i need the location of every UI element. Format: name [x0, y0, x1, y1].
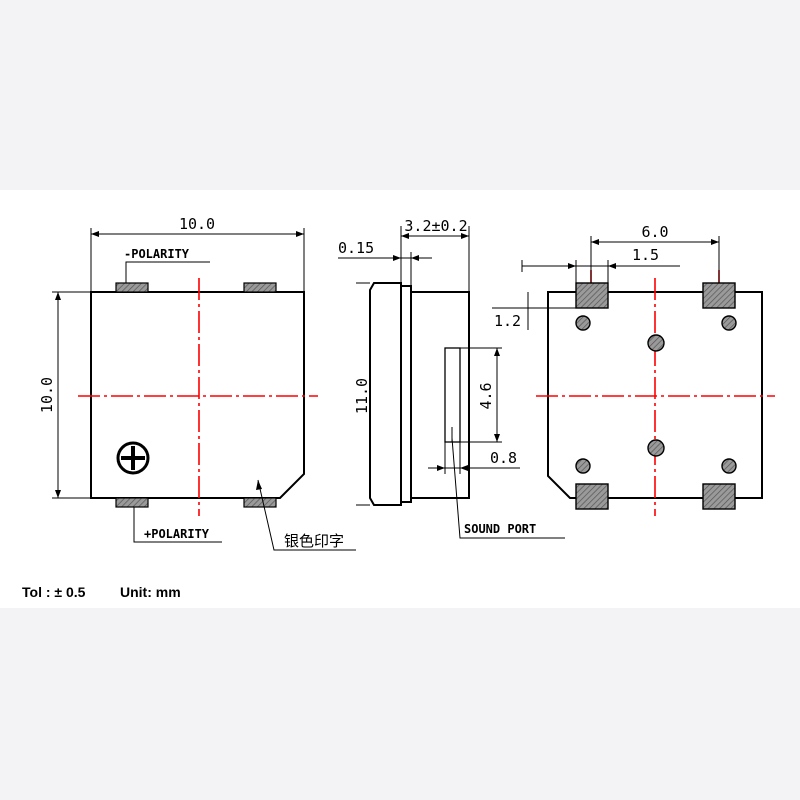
bottom-pad-bottom-right	[702, 483, 736, 510]
front-pad-bottom-left	[115, 497, 149, 508]
bottom-dot-6	[721, 458, 737, 474]
bottom-dot-3	[647, 334, 665, 352]
minus-polarity-label: -POLARITY	[124, 247, 190, 261]
front-height-label: 10.0	[38, 377, 56, 413]
side-height-label: 11.0	[353, 378, 371, 414]
front-pad-bottom-right	[243, 497, 277, 508]
bottom-pad-top-left	[575, 282, 609, 309]
sound-port-label: SOUND PORT	[464, 522, 536, 536]
tolerance-note: Tol : ± 0.5	[22, 584, 86, 600]
front-view: 10.0 10.0 -POLARITY +POLARITY 银色印字	[38, 215, 356, 551]
plus-symbol-icon	[116, 441, 150, 475]
side-thickness-label: 3.2±0.2	[404, 217, 467, 235]
plus-polarity-label: +POLARITY	[144, 527, 210, 541]
bottom-view: 6.0 1.5 1.2	[492, 223, 775, 516]
bottom-pad-top-right	[702, 282, 736, 309]
bottom-dot-1	[575, 315, 591, 331]
bottom-dot-2	[721, 315, 737, 331]
side-step-label: 0.15	[338, 239, 374, 257]
pad-height-label: 1.2	[494, 312, 521, 330]
unit-note: Unit: mm	[120, 584, 181, 600]
bottom-dot-5	[575, 458, 591, 474]
front-width-label: 10.0	[179, 215, 215, 233]
sound-port-height-label: 4.6	[477, 382, 495, 409]
pad-span-label: 6.0	[641, 223, 668, 241]
sound-port-width-label: 0.8	[490, 449, 517, 467]
side-body-outline	[410, 291, 470, 499]
silver-print-label: 银色印字	[284, 532, 344, 550]
bottom-pad-bottom-left	[575, 483, 609, 510]
front-pad-top-left	[115, 282, 149, 293]
bottom-dot-4	[647, 439, 665, 457]
pad-offset-label: 1.5	[632, 246, 659, 264]
side-view: 3.2±0.2 0.15 11.0 4.6 0.8 SOUND PORT	[338, 217, 565, 539]
front-pad-top-right	[243, 282, 277, 293]
